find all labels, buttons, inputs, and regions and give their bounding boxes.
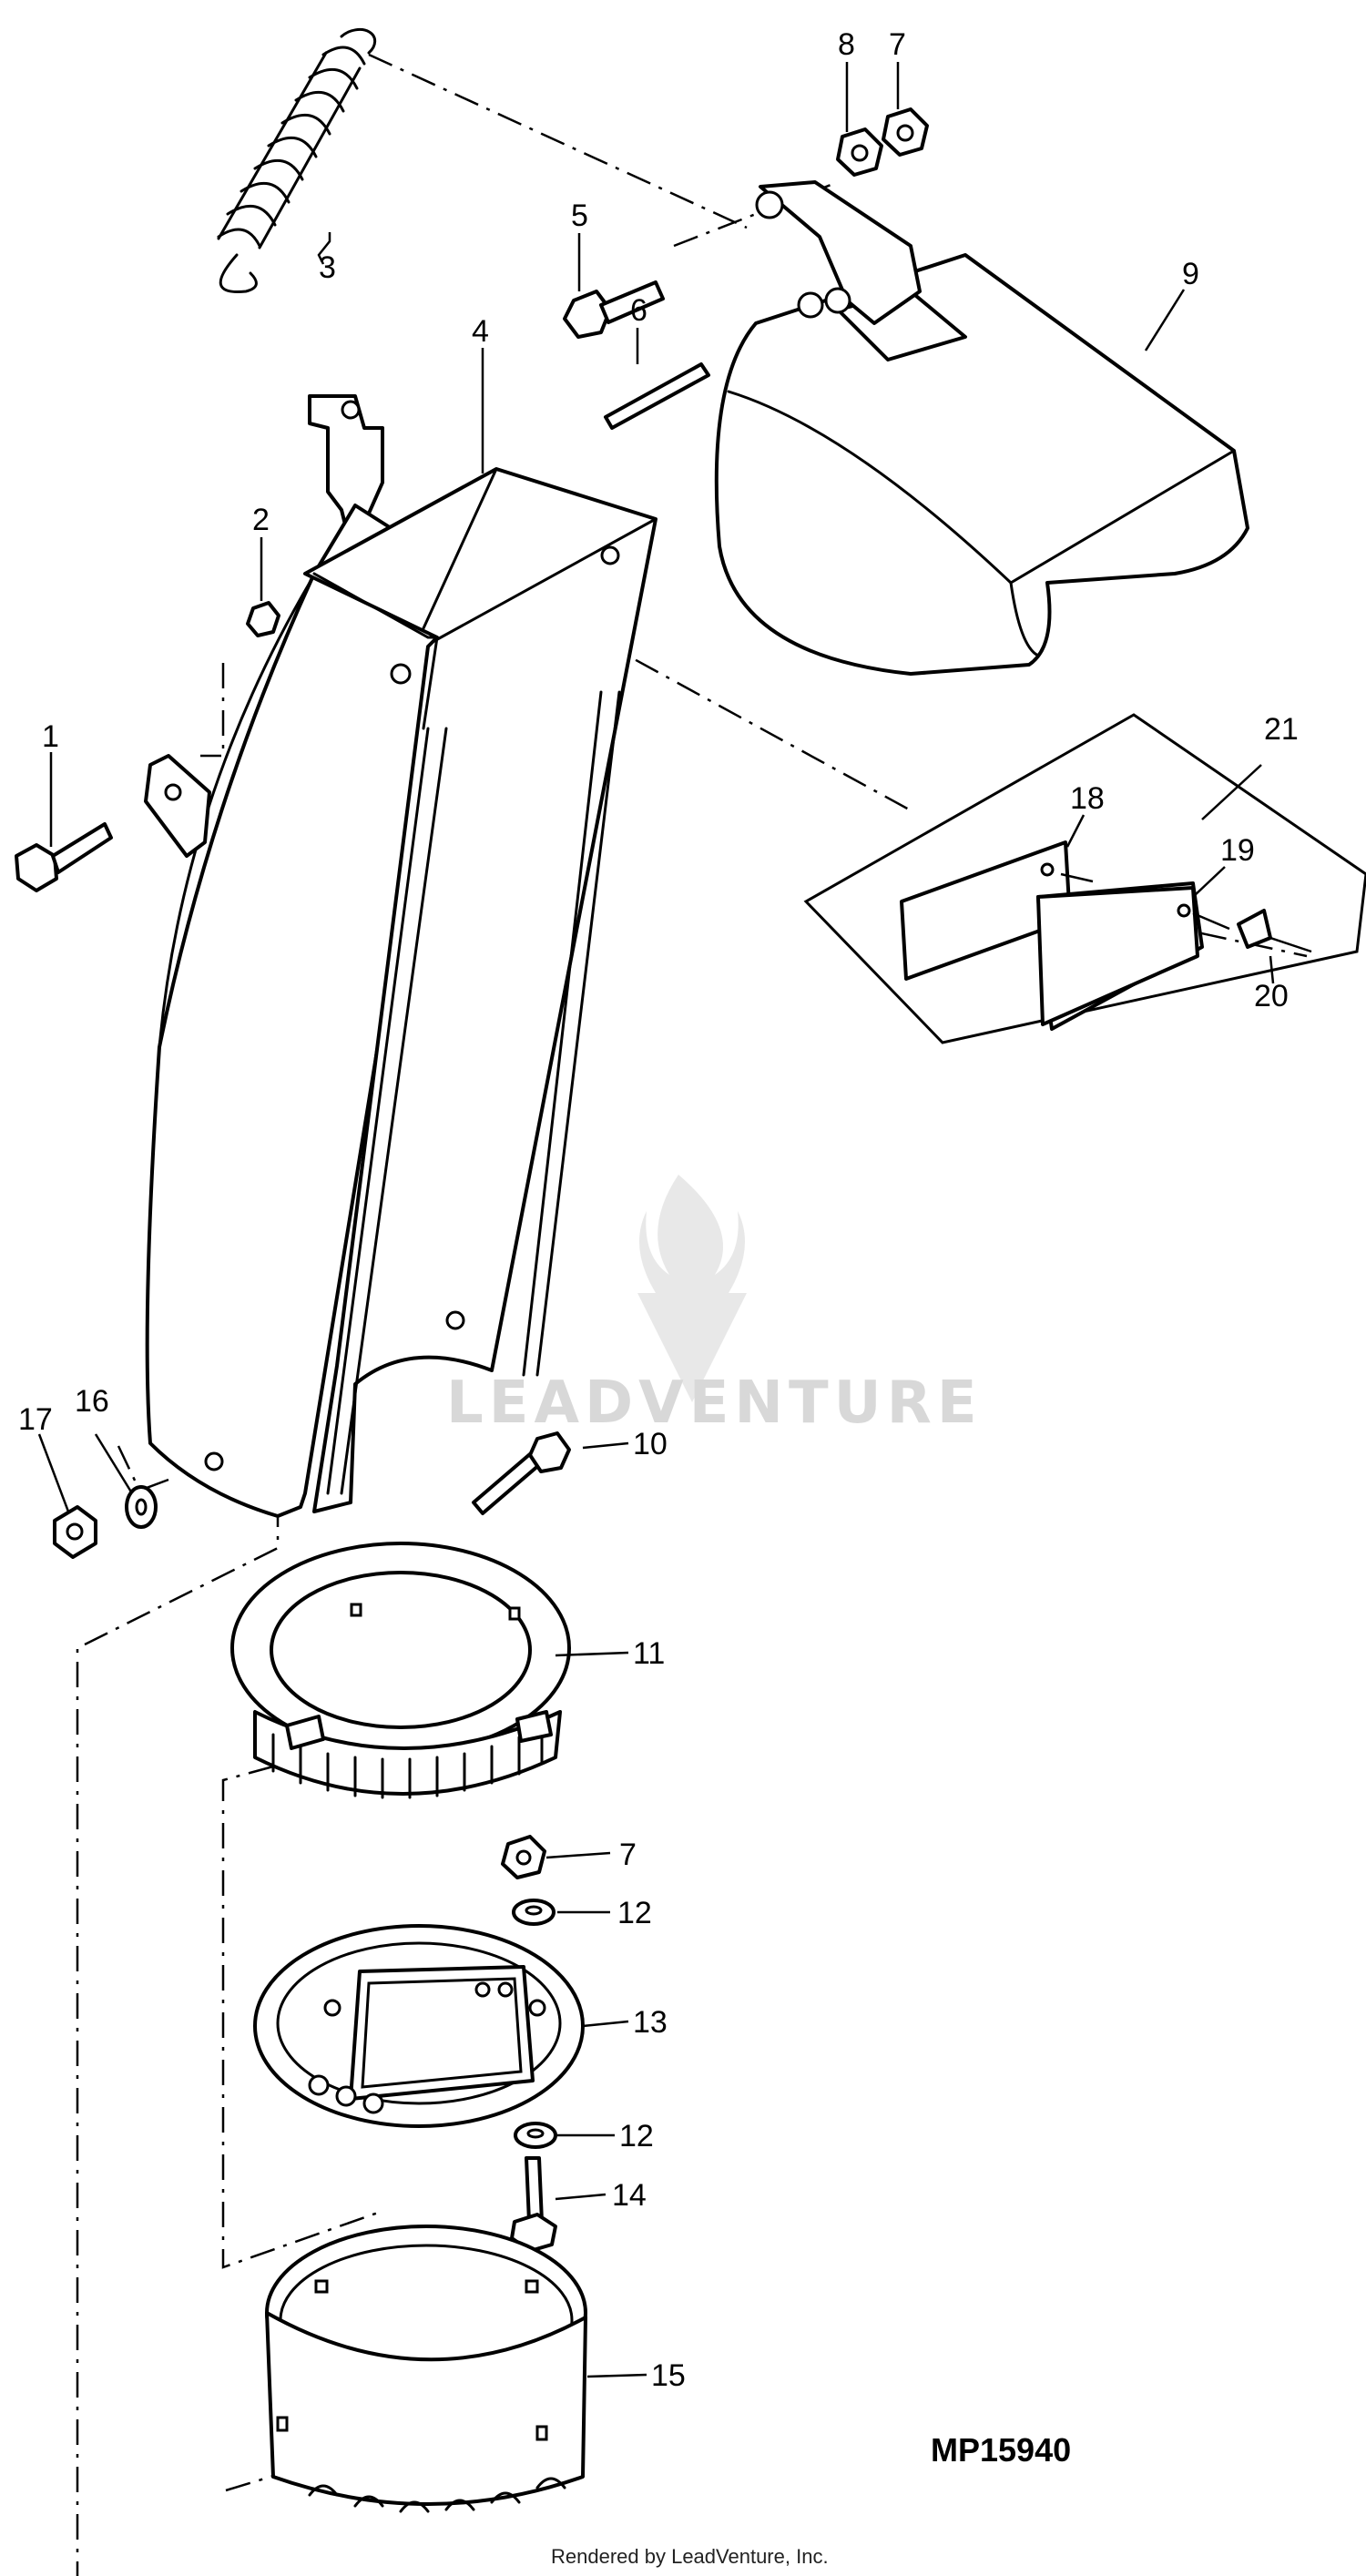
callout-15: 15: [651, 2358, 686, 2393]
callout-13: 13: [633, 2005, 668, 2040]
callout-7-top: 7: [889, 27, 906, 62]
liner-kit-part-21: [803, 713, 1366, 1044]
washer-part-12-lower: [514, 2122, 557, 2149]
callout-16: 16: [75, 1384, 109, 1419]
callout-11: 11: [633, 1636, 665, 1671]
callout-14: 14: [612, 2178, 647, 2213]
plate-part-13: [253, 1924, 585, 2128]
deflector-part-9: [714, 180, 1249, 676]
nut-part-17: [53, 1505, 97, 1559]
callout-2: 2: [252, 503, 270, 537]
callout-1: 1: [42, 719, 59, 754]
watermark-logo: [637, 1175, 747, 1402]
washer-part-12-upper: [512, 1899, 556, 1926]
callout-3: 3: [319, 250, 336, 285]
watermark-text: LEADVENTURE: [446, 1369, 983, 1437]
bolt-part-14: [510, 2156, 557, 2253]
callout-19: 19: [1220, 833, 1255, 868]
nut-part-7-middle: [501, 1835, 546, 1879]
bolt-part-10: [472, 1431, 571, 1515]
chute-part-4: [144, 394, 658, 1518]
callout-9: 9: [1182, 257, 1199, 291]
spring-part-3: [217, 27, 377, 293]
bolt-part-1: [15, 822, 113, 892]
nut-part-8: [836, 127, 883, 177]
credit-line: Rendered by LeadVenture, Inc.: [551, 2545, 829, 2568]
callout-17: 17: [18, 1402, 53, 1437]
callout-10: 10: [633, 1427, 668, 1461]
nut-part-2: [246, 601, 280, 637]
bolt-part-5: [563, 280, 665, 339]
callout-8: 8: [838, 27, 855, 62]
pin-part-6: [604, 362, 710, 430]
callout-6: 6: [630, 293, 647, 328]
ring-part-15: [265, 2225, 587, 2513]
washer-part-16: [125, 1485, 158, 1529]
callout-20: 20: [1254, 979, 1289, 1013]
callout-4: 4: [472, 314, 489, 349]
leader-lines: [37, 62, 1275, 2378]
callout-18: 18: [1070, 781, 1105, 816]
callout-21: 21: [1264, 712, 1299, 747]
callout-12-upper: 12: [617, 1896, 652, 1930]
callout-5: 5: [571, 199, 588, 233]
nut-part-7-top: [882, 107, 929, 157]
callout-labels: 1 2 3 4 5 6 8 7 9 21 18 19 20 10 17 16 1…: [18, 27, 1299, 2393]
callout-7-middle: 7: [619, 1838, 637, 1872]
ring-part-11: [230, 1542, 571, 1799]
callout-12-lower: 12: [619, 2119, 654, 2153]
drawing-id: MP15940: [931, 2431, 1071, 2469]
